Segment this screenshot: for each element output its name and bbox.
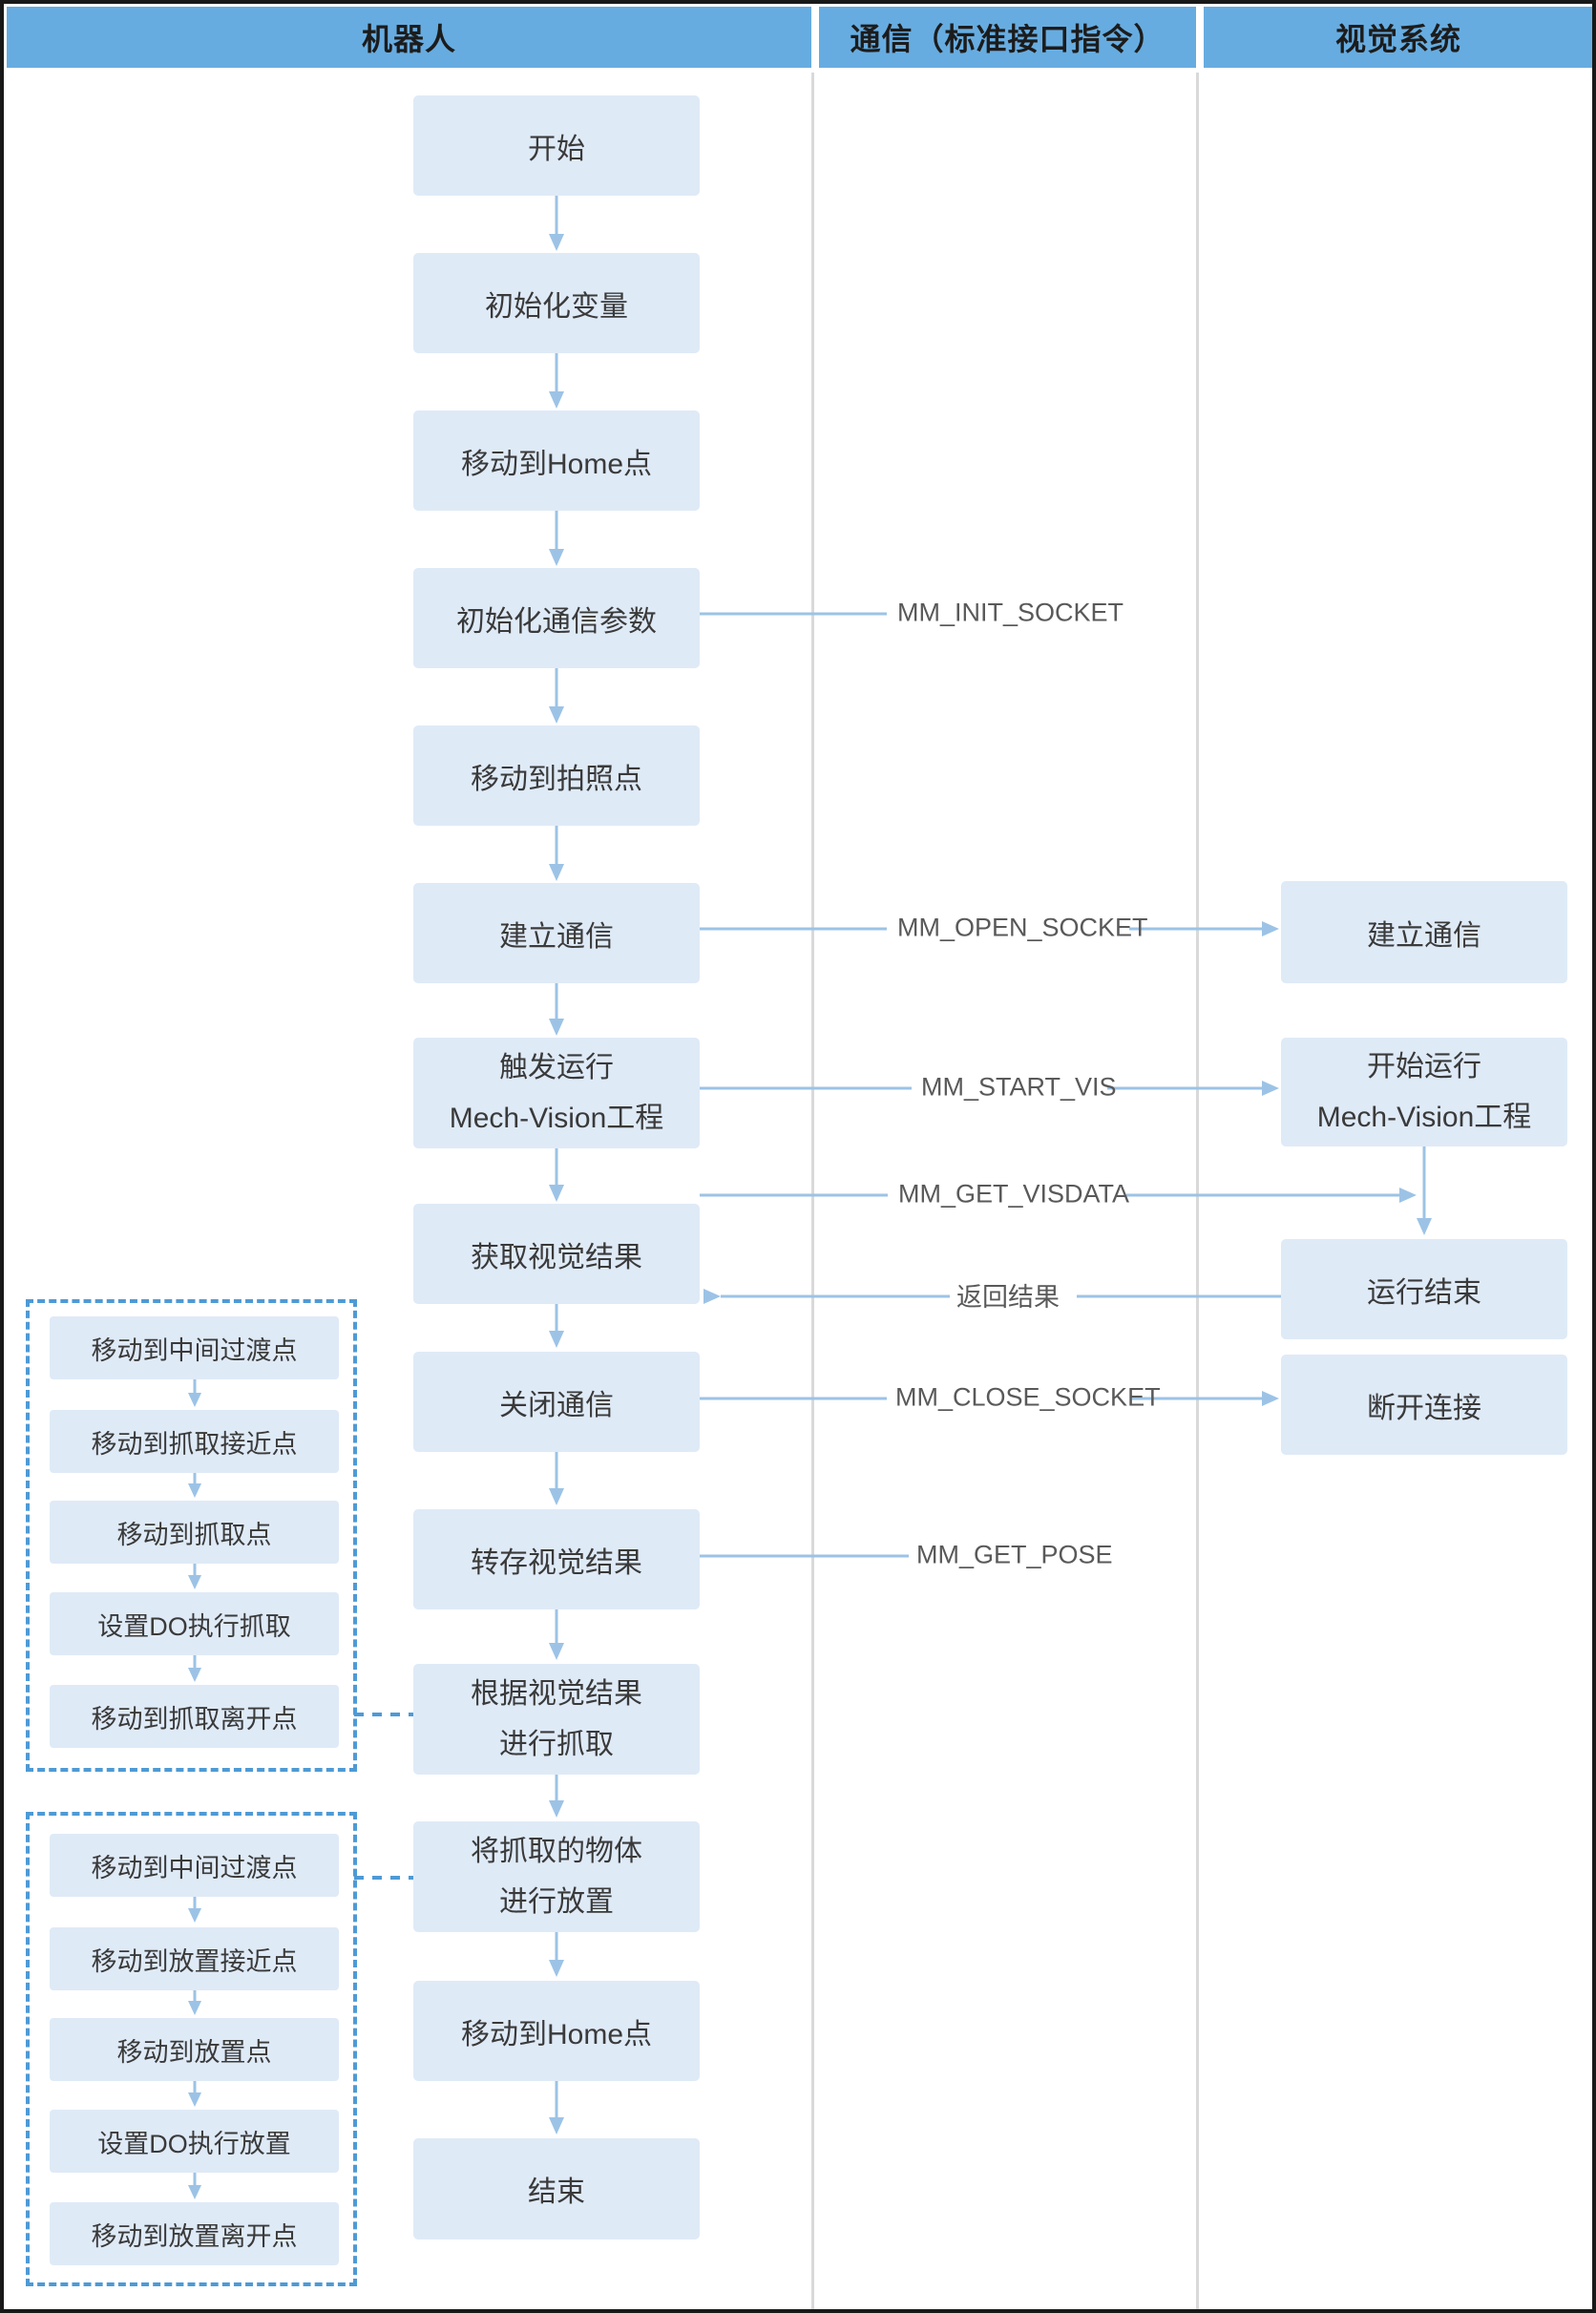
group1-box-set-do-pick-label: 设置DO执行抓取 [97, 1611, 291, 1641]
group2-box-move-place-approach: 移动到放置接近点 [50, 1927, 339, 1990]
group1-box-move-pick-approach: 移动到抓取接近点 [50, 1410, 339, 1473]
flow-box-place-line1: 将抓取的物体 [471, 1836, 642, 1867]
group2-box-move-place-leave: 移动到放置离开点 [50, 2202, 339, 2265]
flow-box-end-label: 结束 [528, 2176, 585, 2208]
vision-box-run-finished: 运行结束 [1281, 1239, 1567, 1339]
arrowhead-mm-open-socket [1262, 921, 1279, 936]
group2-box-move-place-point-label: 移动到放置点 [116, 2037, 272, 2067]
group1-dashed-connector [354, 1713, 413, 1716]
group2-box-move-place-point: 移动到放置点 [50, 2018, 339, 2081]
comm-label-mm-start-vis: MM_START_VIS [921, 1072, 1117, 1102]
group1-box-move-intermediate-label: 移动到中间过渡点 [91, 1335, 298, 1365]
comm-label-mm-get-visdata: MM_GET_VISDATA [898, 1179, 1130, 1209]
vision-box-start-line2: Mech-Vision工程 [1316, 1102, 1532, 1133]
header-cell-communication: 通信（标准接口指令） [819, 7, 1196, 68]
flow-box-start-label: 开始 [528, 133, 585, 165]
comm-label-mm-open-socket: MM_OPEN_SOCKET [897, 913, 1148, 942]
vision-box-run-finished-label: 运行结束 [1367, 1276, 1481, 1309]
group1-box-set-do-pick: 设置DO执行抓取 [50, 1592, 339, 1655]
flow-box-move-photo-point: 移动到拍照点 [413, 725, 700, 826]
group2-box-set-do-place-label: 设置DO执行放置 [97, 2129, 291, 2158]
flow-box-place-line2: 进行放置 [499, 1886, 614, 1918]
flow-box-init-variables: 初始化变量 [413, 253, 700, 353]
header-label-robot: 机器人 [361, 22, 456, 56]
group2-box-move-intermediate: 移动到中间过渡点 [50, 1834, 339, 1897]
group2-box-move-place-approach-label: 移动到放置接近点 [91, 1946, 298, 1976]
flow-box-open-comm-label: 建立通信 [499, 920, 614, 953]
flow-box-save-vision-result: 转存视觉结果 [413, 1509, 700, 1609]
arrowhead-mm-get-visdata [1399, 1188, 1417, 1203]
flow-box-place-object: 将抓取的物体 进行放置 [413, 1821, 700, 1932]
header-cell-robot: 机器人 [7, 7, 811, 68]
vision-box-disconnect-label: 断开连接 [1367, 1392, 1481, 1424]
flow-box-close-comm-label: 关闭通信 [499, 1389, 614, 1421]
vision-box-open-comm: 建立通信 [1281, 881, 1567, 983]
flow-box-init-variables-label: 初始化变量 [485, 290, 628, 323]
flow-box-move-home-1: 移动到Home点 [413, 410, 700, 511]
comm-label-mm-close-socket: MM_CLOSE_SOCKET [895, 1382, 1161, 1412]
pick-steps-group-container [26, 1299, 357, 1772]
group2-dashed-connector [354, 1876, 413, 1880]
group1-box-move-intermediate: 移动到中间过渡点 [50, 1316, 339, 1379]
column-divider-robot-comm [811, 73, 814, 2309]
comm-label-mm-get-pose: MM_GET_POSE [916, 1540, 1113, 1569]
vision-box-disconnect: 断开连接 [1281, 1355, 1567, 1455]
flow-box-init-comm-params: 初始化通信参数 [413, 568, 700, 668]
flow-box-pick-line1: 根据视觉结果 [471, 1678, 642, 1710]
vision-box-open-comm-label: 建立通信 [1367, 919, 1481, 952]
flow-box-end: 结束 [413, 2138, 700, 2239]
flow-box-save-vision-result-label: 转存视觉结果 [471, 1546, 642, 1579]
place-steps-group-container [26, 1812, 357, 2286]
group1-box-move-pick-point-label: 移动到抓取点 [116, 1520, 272, 1549]
flow-box-trigger-line1: 触发运行 [499, 1052, 614, 1083]
arrowhead-mm-close-socket [1262, 1391, 1279, 1406]
group1-box-move-pick-leave: 移动到抓取离开点 [50, 1685, 339, 1748]
header-label-communication: 通信（标准接口指令） [850, 22, 1166, 56]
flow-box-init-comm-params-label: 初始化通信参数 [456, 605, 657, 638]
group2-box-move-intermediate-label: 移动到中间过渡点 [91, 1853, 298, 1882]
arrowhead-return-result [704, 1289, 721, 1304]
flow-box-pick-line2: 进行抓取 [499, 1729, 614, 1760]
flow-box-move-home-2: 移动到Home点 [413, 1981, 700, 2081]
flow-box-close-comm: 关闭通信 [413, 1352, 700, 1452]
comm-label-mm-init-socket: MM_INIT_SOCKET [897, 598, 1124, 627]
group1-box-move-pick-approach-label: 移动到抓取接近点 [91, 1429, 298, 1459]
group2-box-move-place-leave-label: 移动到放置离开点 [91, 2221, 298, 2251]
column-divider-comm-vision [1196, 73, 1199, 2309]
flow-box-move-home-2-label: 移动到Home点 [460, 2018, 653, 2050]
header-label-vision-system: 视觉系统 [1334, 22, 1461, 56]
flow-box-pick-by-vision: 根据视觉结果 进行抓取 [413, 1664, 700, 1775]
comm-label-return-result: 返回结果 [956, 1282, 1060, 1312]
flow-box-get-vision-result-label: 获取视觉结果 [471, 1241, 642, 1273]
flow-box-open-comm: 建立通信 [413, 883, 700, 983]
header-cell-vision-system: 视觉系统 [1204, 7, 1592, 68]
arrowhead-mm-start-vis [1262, 1081, 1279, 1096]
group2-box-set-do-place: 设置DO执行放置 [50, 2110, 339, 2173]
group1-box-move-pick-leave-label: 移动到抓取离开点 [91, 1704, 298, 1734]
flow-box-move-home-1-label: 移动到Home点 [460, 448, 653, 480]
flow-box-start: 开始 [413, 95, 700, 196]
vision-box-start-line1: 开始运行 [1367, 1051, 1481, 1083]
flow-box-trigger-mech-vision: 触发运行 Mech-Vision工程 [413, 1038, 700, 1148]
group1-box-move-pick-point: 移动到抓取点 [50, 1501, 339, 1564]
arrowhead-visionrun-to-finish [1417, 1218, 1432, 1235]
vision-box-start-mech-vision: 开始运行 Mech-Vision工程 [1281, 1038, 1567, 1146]
flow-box-get-vision-result: 获取视觉结果 [413, 1204, 700, 1304]
flow-box-move-photo-point-label: 移动到拍照点 [471, 763, 642, 795]
flow-box-trigger-line2: Mech-Vision工程 [449, 1103, 664, 1134]
